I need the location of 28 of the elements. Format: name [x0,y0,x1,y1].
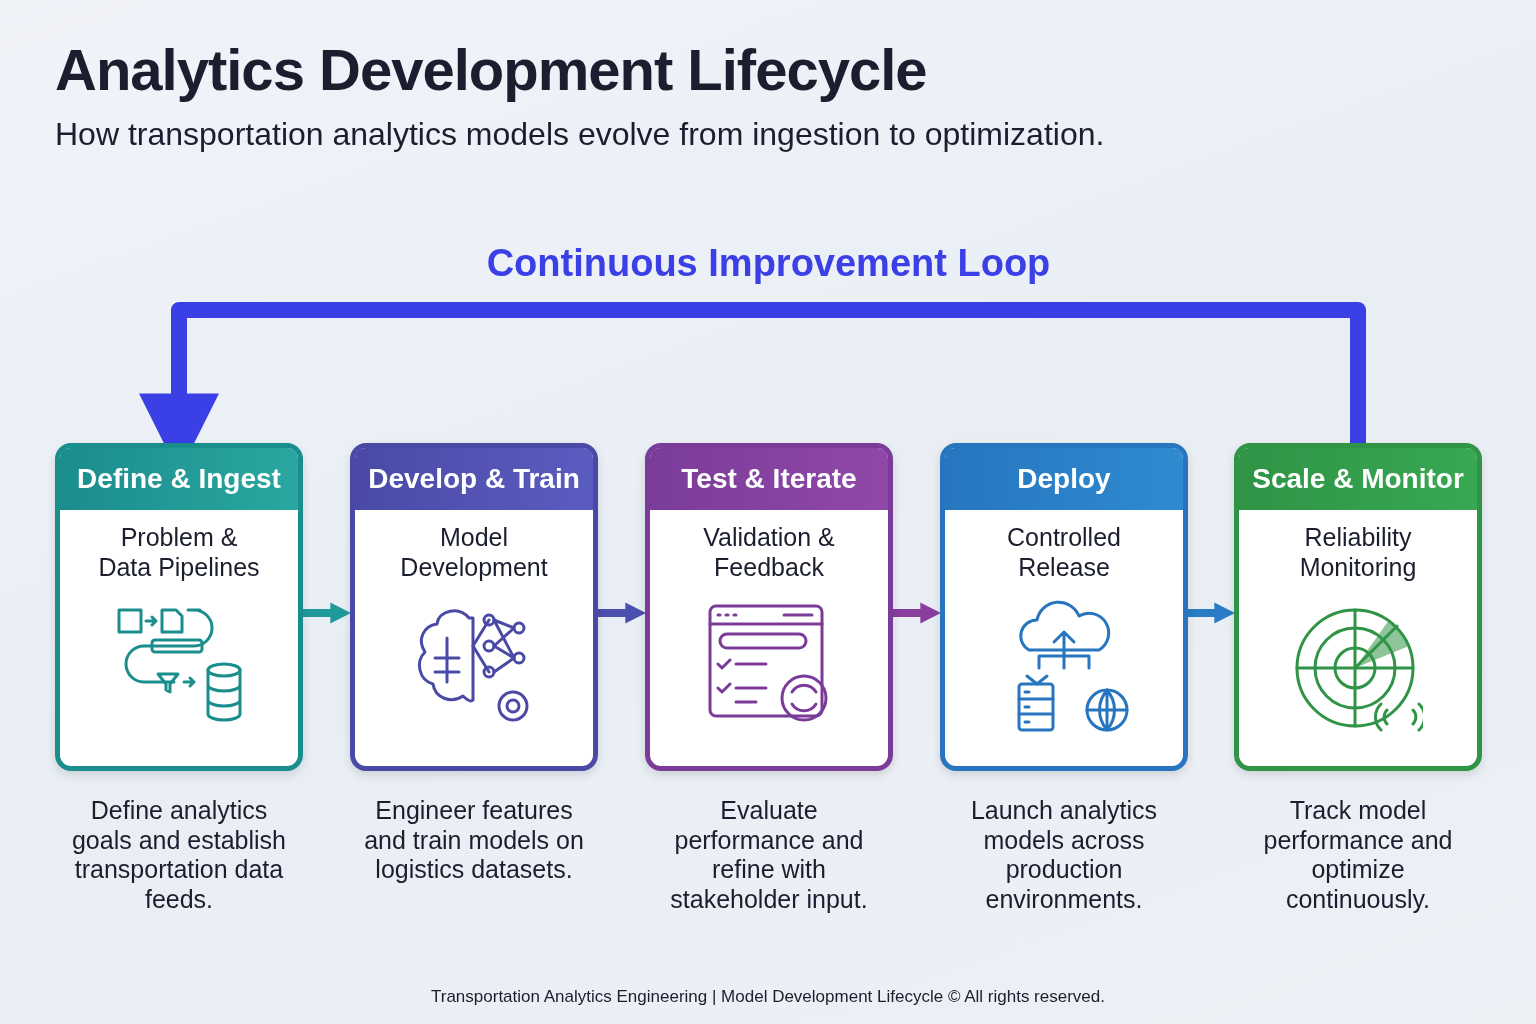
stage-title: Deploy [945,448,1183,510]
stage-card [645,443,893,771]
stage-subtitle: Controlled Release [1006,522,1122,582]
stage-title: Test & Iterate [650,448,888,510]
stage-description: Engineer features and train models on logistics datasets. [363,796,585,885]
stage-card [1234,443,1482,771]
arrow [303,602,352,624]
arrow [598,602,647,624]
stage-subtitle: Validation & Feedback [702,522,836,582]
stage-subtitle: Reliability Monitoring [1298,522,1418,582]
stage-title: Define & Ingest [60,448,298,510]
footer-note: Transportation Analytics Engineering | Model Development Lifecycle © All rights reserved. [430,987,1106,1007]
stage-card [940,443,1188,771]
stage-subtitle: Model Development [399,522,549,582]
stage-description: Launch analytics models across production environments. [969,796,1159,914]
stage-card [350,443,598,771]
stage-description: Evaluate performance and refine with stakeholder input. [669,796,869,914]
subtitle: How transportation analytics models evolve from ingestion to optimization. [55,116,1105,153]
stage-card [55,443,303,771]
title: Analytics Development Lifecycle [55,36,927,103]
edge-label: Continuous Improvement Loop [485,242,1052,285]
stage-subtitle: Problem & Data Pipelines [97,522,261,582]
stage-title: Scale & Monitor [1239,448,1477,510]
stage-title: Develop & Train [355,448,593,510]
arrow [893,602,942,624]
stage-description: Track model performance and optimize continuously. [1262,796,1454,914]
arrow [1188,602,1236,624]
stage-description: Define analytics goals and establish transportation data feeds. [70,796,287,914]
